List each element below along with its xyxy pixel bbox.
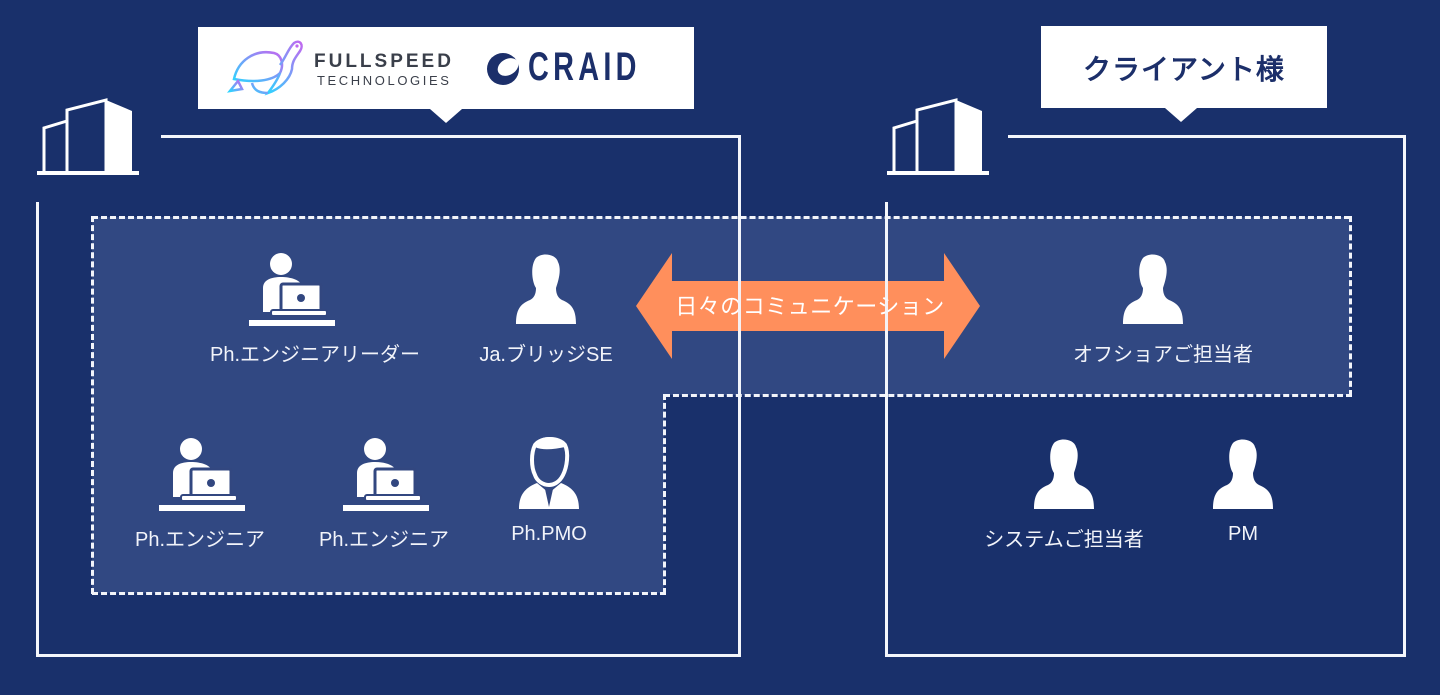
engineer-laptop-icon — [343, 438, 429, 511]
member-label: オフショアご担当者 — [1073, 344, 1253, 366]
left-frame-right — [738, 135, 741, 657]
callout-tail — [430, 109, 462, 123]
member-label: Ph.エンジニア — [318, 529, 450, 551]
person-icon — [516, 254, 576, 324]
client-title-callout: クライアント様 — [1041, 26, 1327, 122]
member-label: Ja.ブリッジSE — [479, 344, 613, 366]
left-frame-right-overlay — [738, 253, 741, 359]
building-icon — [887, 98, 989, 175]
zone-border-top — [92, 216, 1350, 219]
right-frame-left-overlay — [885, 253, 888, 359]
team-member: Ja.ブリッジSE — [466, 252, 626, 367]
fullspeed-logo-text: FULLSPEED — [314, 51, 454, 72]
right-frame-right — [1403, 135, 1406, 657]
team-member: Ph.PMO — [469, 437, 629, 546]
engineer-laptop-icon — [249, 253, 335, 326]
person-icon — [1034, 439, 1094, 509]
team-member: オフショアご担当者 — [1073, 252, 1253, 367]
vendor-logo-callout: FULLSPEED TECHNOLOGIES CRAID — [198, 27, 694, 123]
turtle-logo-icon — [226, 40, 303, 96]
right-frame-left — [885, 202, 888, 657]
team-member: Ph.エンジニア — [120, 437, 280, 552]
client-title: クライアント様 — [1083, 54, 1285, 85]
team-member: システムご担当者 — [984, 437, 1144, 552]
person-icon — [1213, 439, 1273, 509]
craid-logo-mark-icon — [487, 53, 519, 85]
left-frame-top — [161, 135, 741, 138]
member-label: Ph.エンジニアリーダー — [210, 344, 421, 366]
member-label: PM — [1228, 523, 1258, 545]
zone-border-left — [91, 216, 94, 594]
callout-tail — [1165, 108, 1197, 122]
building-icon — [37, 98, 139, 175]
member-label: システムご担当者 — [984, 529, 1144, 551]
person-icon — [1123, 254, 1183, 324]
zone-border-inner — [663, 394, 666, 594]
team-member: Ph.エンジニアリーダー — [210, 252, 421, 367]
team-member: PM — [1163, 437, 1323, 546]
double-arrow-icon — [636, 253, 980, 359]
left-frame-bottom — [36, 654, 741, 657]
engineer-laptop-icon — [159, 438, 245, 511]
right-frame-bottom — [885, 654, 1406, 657]
technologies-logo-text: TECHNOLOGIES — [317, 73, 452, 88]
zone-border-middle — [664, 394, 1352, 397]
team-member: Ph.エンジニア — [304, 437, 464, 552]
member-label: Ph.エンジニア — [134, 529, 266, 551]
zone-border-right — [1349, 216, 1352, 396]
member-label: Ph.PMO — [511, 523, 587, 545]
businessman-icon — [519, 437, 579, 509]
communication-label: 日々のコミュニケーション — [675, 294, 945, 319]
left-frame-left — [36, 202, 39, 657]
zone-border-bottom — [92, 592, 666, 595]
craid-logo-text: CRAID — [528, 45, 641, 89]
right-frame-top — [1008, 135, 1406, 138]
